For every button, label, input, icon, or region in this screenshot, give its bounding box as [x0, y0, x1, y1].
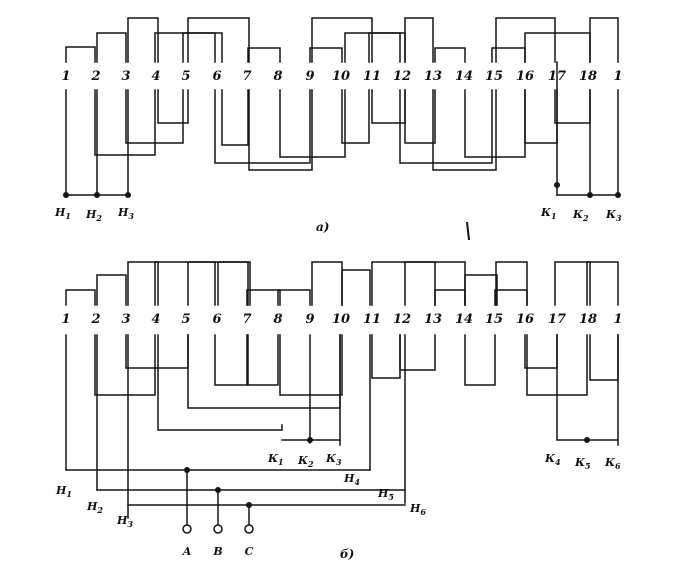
- end-lead-label: К5: [574, 456, 591, 471]
- slot-number: 11: [363, 69, 381, 84]
- end-lead-label: К3: [605, 208, 622, 223]
- diagram-a-caption: а): [316, 220, 329, 234]
- diagram-a: 1 2 3 4 5 6 7 8 9 10 11 12 13 14 15 16 1…: [54, 17, 623, 234]
- slot-number: 10: [332, 312, 350, 327]
- coil-group-a: [65, 17, 619, 196]
- start-lead-label: Н6: [409, 502, 426, 517]
- end-lead-label: К4: [544, 452, 561, 467]
- end-lead-label: К6: [604, 456, 621, 471]
- start-lead-label: Н1: [55, 484, 72, 499]
- terminal-labels-b: A B C: [182, 545, 254, 558]
- slot-number: 2: [90, 312, 100, 327]
- slot-number: 3: [121, 69, 130, 84]
- slot-number: 5: [181, 69, 190, 84]
- slot-number: 9: [305, 312, 314, 327]
- slot-number: 1: [613, 312, 622, 327]
- slot-number: 12: [393, 312, 411, 327]
- slot-number: 13: [424, 312, 442, 327]
- slot-number: 5: [181, 312, 190, 327]
- slot-number: 16: [516, 69, 534, 84]
- slot-number: 8: [273, 312, 282, 327]
- start-lead-label: Н2: [86, 500, 103, 515]
- coil-group-b: [65, 261, 619, 526]
- terminal-c-label: C: [245, 545, 254, 558]
- slot-number: 7: [242, 312, 251, 327]
- diagram-b: 1 2 3 4 5 6 7 8 9 10 11 12 13 14 15 16 1…: [55, 261, 623, 561]
- end-lead-label: К2: [297, 454, 314, 469]
- slot-number: 1: [613, 69, 622, 84]
- slot-number: 6: [212, 69, 221, 84]
- start-lead-label: Н3: [116, 514, 133, 529]
- slot-number: 2: [90, 69, 100, 84]
- slot-number: 6: [212, 312, 221, 327]
- start-lead-label: Н2: [85, 208, 102, 223]
- slot-numbers-a: 1 2 3 4 5 6 7 8 9 10 11 12 13 14 15 16 1…: [61, 69, 622, 84]
- slot-number: 1: [61, 69, 70, 84]
- slot-number: 4: [151, 69, 160, 84]
- terminals-b: [182, 524, 254, 534]
- slot-number: 10: [332, 69, 350, 84]
- start-lead-label: Н1: [54, 206, 71, 221]
- slot-number: 7: [242, 69, 251, 84]
- slot-number: 4: [151, 312, 160, 327]
- end-lead-label: К1: [267, 452, 284, 467]
- terminal-b: [213, 524, 223, 534]
- terminal-a: [182, 524, 192, 534]
- connection-dots-b: [184, 437, 590, 508]
- slot-number: 11: [363, 312, 381, 327]
- slot-number: 17: [548, 312, 566, 327]
- terminal-c: [244, 524, 254, 534]
- stray-mark: [466, 221, 470, 241]
- slot-number: 14: [455, 69, 473, 84]
- start-lead-label: Н4: [343, 472, 360, 487]
- end-lead-label: К1: [540, 206, 557, 221]
- slot-number: 8: [273, 69, 282, 84]
- slot-number: 15: [485, 69, 503, 84]
- slot-numbers-b: 1 2 3 4 5 6 7 8 9 10 11 12 13 14 15 16 1…: [61, 312, 622, 327]
- slot-number: 15: [485, 312, 503, 327]
- slot-number: 16: [516, 312, 534, 327]
- end-lead-label: К2: [572, 208, 589, 223]
- slot-number: 17: [548, 69, 566, 84]
- start-lead-label: Н3: [117, 206, 134, 221]
- terminal-b-label: B: [212, 545, 222, 558]
- lead-labels-a: Н1 Н2 Н3 К1 К2 К3: [54, 206, 622, 223]
- slot-number: 3: [121, 312, 130, 327]
- slot-number: 12: [393, 69, 411, 84]
- connection-dots-a: [63, 182, 621, 198]
- diagram-b-caption: б): [340, 547, 354, 561]
- slot-number: 9: [305, 69, 314, 84]
- slot-number: 18: [579, 69, 597, 84]
- start-lead-label: Н5: [377, 487, 394, 502]
- slot-number: 13: [424, 69, 442, 84]
- slot-number: 18: [579, 312, 597, 327]
- end-lead-label: К3: [325, 452, 342, 467]
- slot-number: 1: [61, 312, 70, 327]
- lead-labels-b: Н1 Н2 Н3 Н4 Н5 Н6 К1 К2 К3 К4 К5 К6: [55, 452, 621, 529]
- terminal-a-label: A: [182, 545, 192, 558]
- slot-number: 14: [455, 312, 473, 327]
